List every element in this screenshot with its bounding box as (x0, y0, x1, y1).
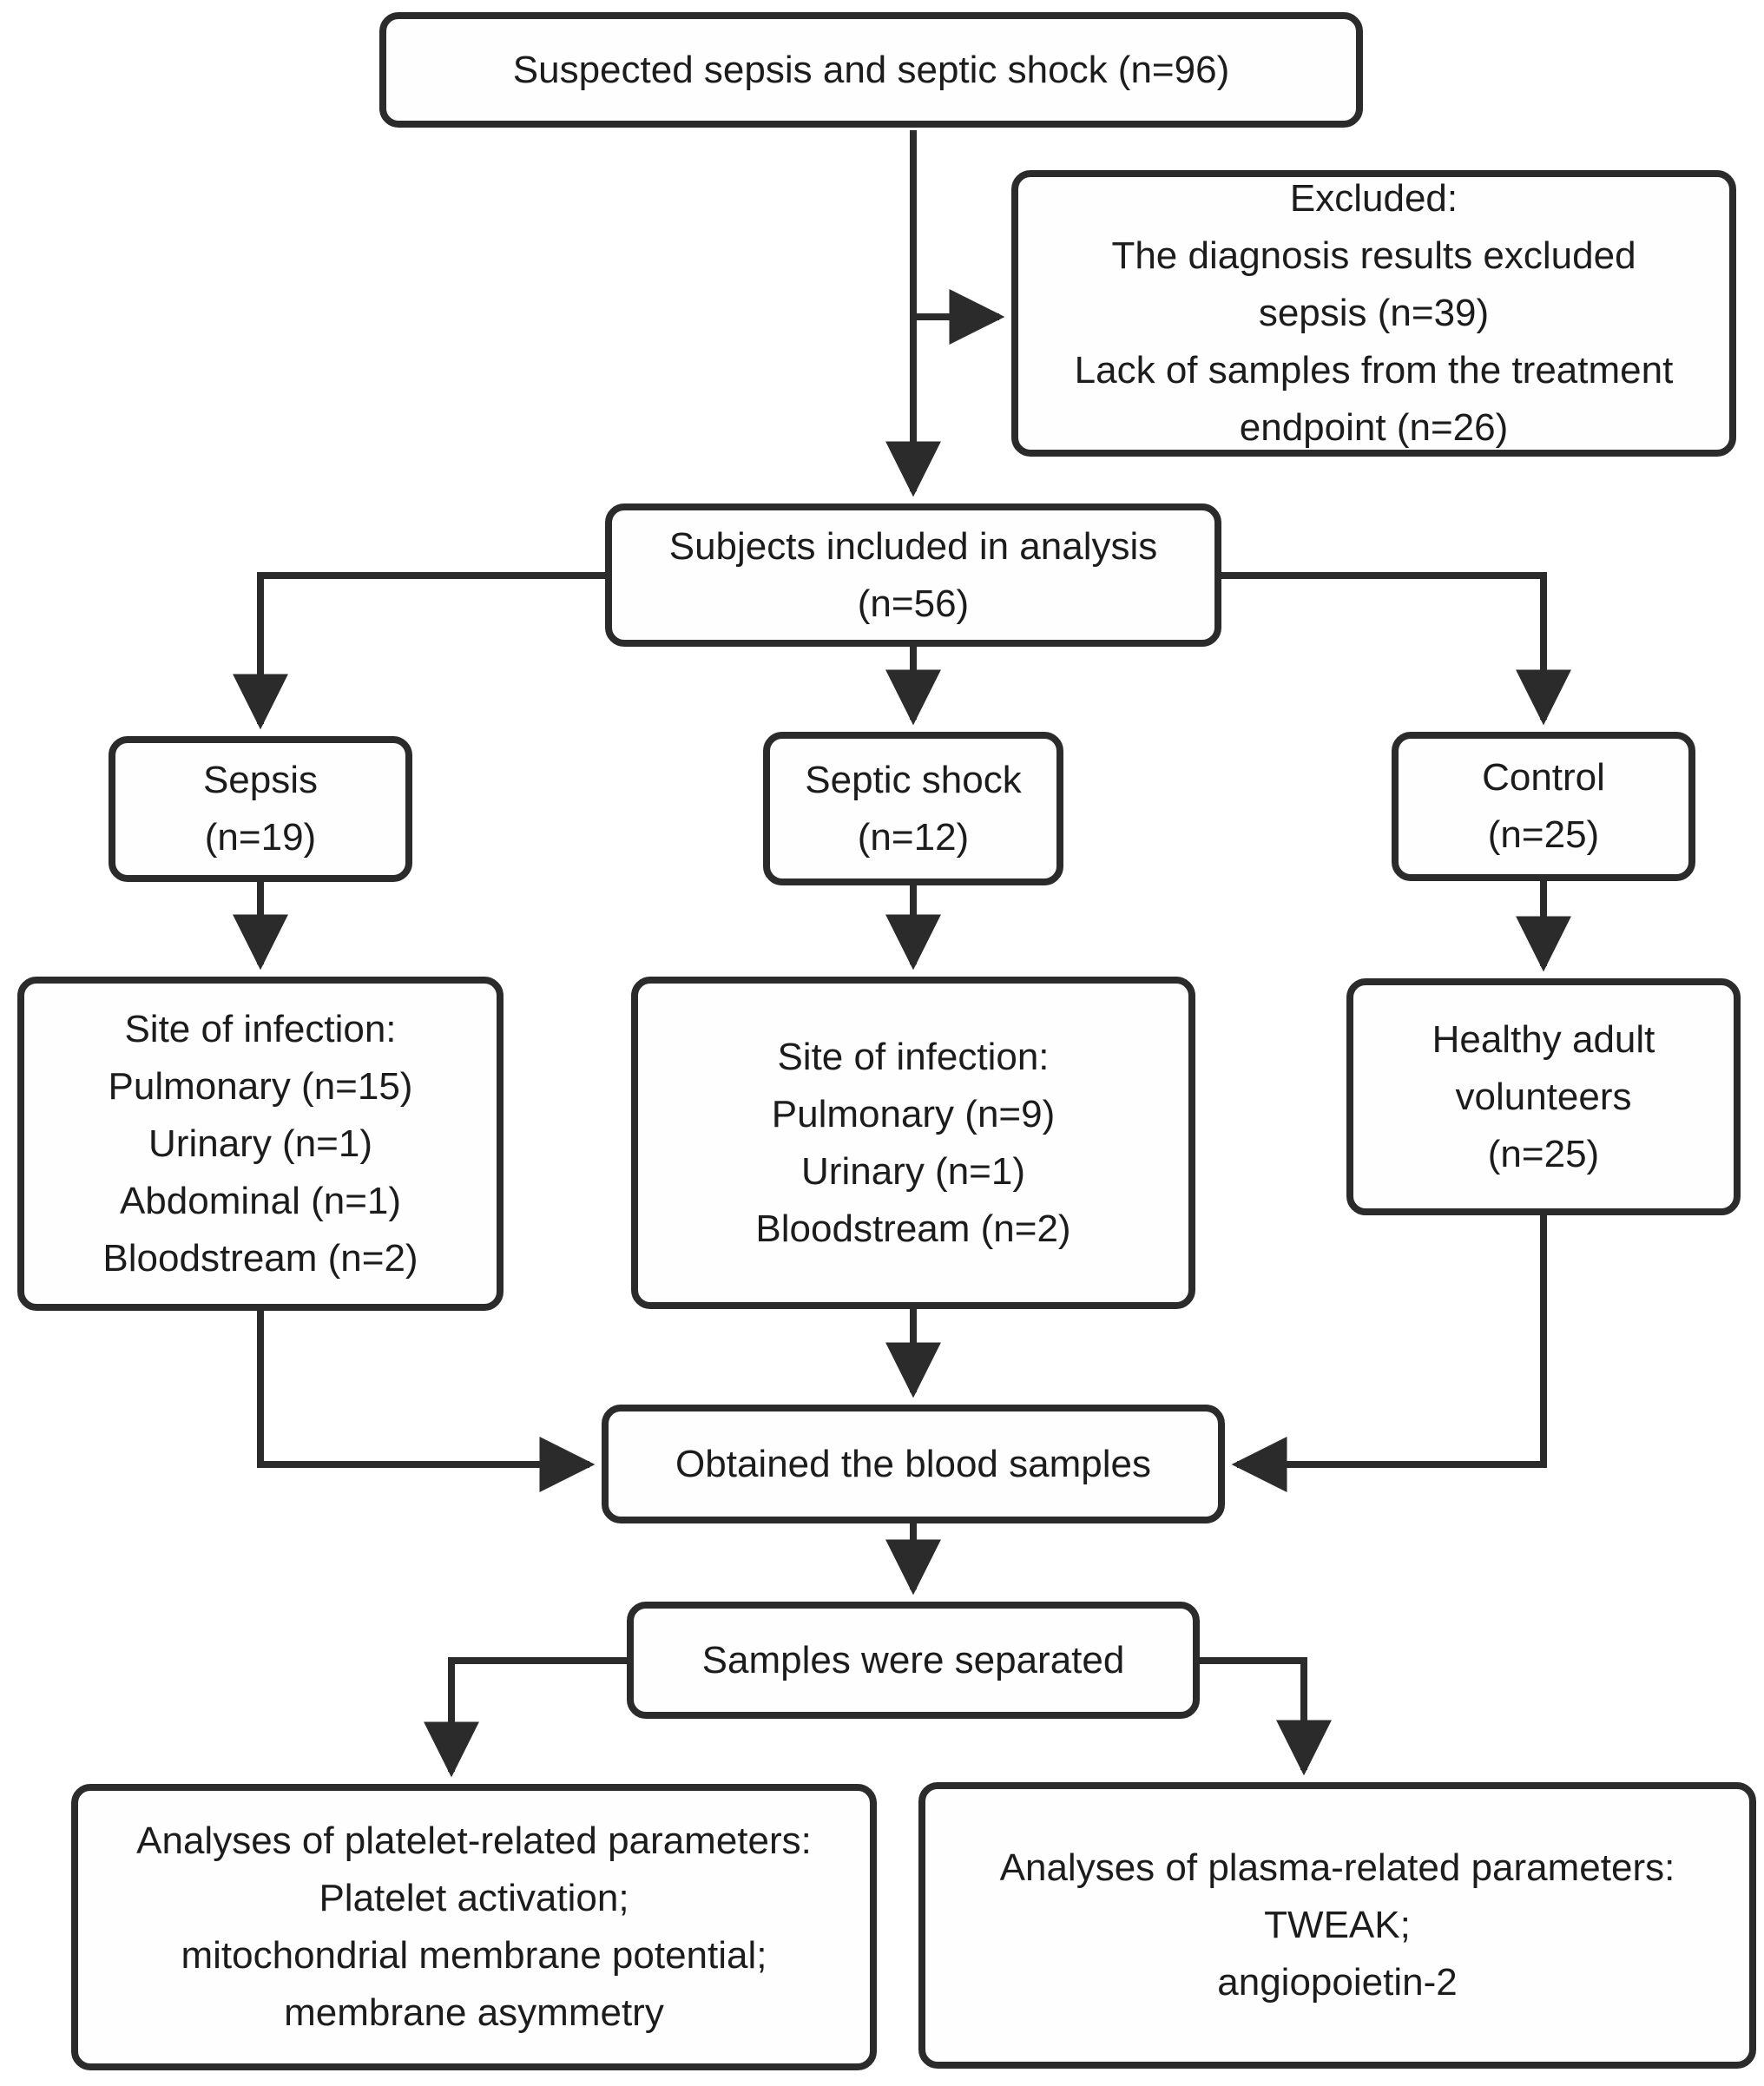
plasma-text-line: angiopoietin-2 (1217, 1961, 1458, 2004)
excluded-text-line: endpoint (n=26) (1239, 406, 1509, 449)
healthy-text-line: (n=25) (1487, 1132, 1600, 1175)
separated-text: Samples were separated (701, 1638, 1125, 1681)
excluded-text-line: sepsis (n=39) (1258, 292, 1490, 334)
sepsis-box: Sepsis (n=19) (109, 736, 412, 882)
edge-subjects-to-control (1221, 572, 1571, 726)
site-septic-shock-box: Site of infection: Pulmonary (n=9) Urina… (631, 977, 1195, 1309)
sepsis-text-line: (n=19) (204, 816, 317, 859)
platelet-text-line: mitochondrial membrane potential; (181, 1934, 767, 1977)
control-box: Control (n=25) (1392, 732, 1695, 881)
sepsis-text-line: Sepsis (202, 759, 319, 801)
excluded-text-line: Lack of samples from the treatment (1074, 349, 1674, 392)
platelet-analyses-box: Analyses of platelet-related parameters:… (71, 1784, 877, 2070)
obtained-samples-box: Obtained the blood samples (602, 1405, 1225, 1523)
excluded-text-line: Excluded: (1289, 177, 1458, 220)
site-sepsis-text-line: Pulmonary (n=15) (108, 1064, 413, 1108)
healthy-volunteers-box: Healthy adult volunteers (n=25) (1346, 978, 1741, 1215)
plasma-text-line: Analyses of plasma-related parameters: (999, 1846, 1675, 1889)
subjects-text-line: Subjects included in analysis (668, 524, 1158, 568)
edge-site-sepsis-to-obtained (257, 1311, 596, 1492)
control-text-line: (n=25) (1487, 813, 1600, 856)
site-septic-text-line: Bloodstream (n=2) (755, 1207, 1071, 1250)
platelet-text-line: Platelet activation; (319, 1877, 629, 1919)
septic-shock-text-line: Septic shock (805, 758, 1022, 801)
excluded-text-line: The diagnosis results excluded (1111, 234, 1636, 277)
edge-subjects-to-sepsis (233, 572, 605, 730)
suspected-box: Suspected sepsis and septic shock (n=96) (379, 12, 1363, 128)
obtained-text: Obtained the blood samples (675, 1442, 1151, 1485)
site-sepsis-text-line: Abdominal (n=1) (119, 1179, 402, 1222)
septic-shock-text-line: (n=12) (857, 815, 970, 859)
site-septic-text-line: Pulmonary (n=9) (771, 1092, 1056, 1135)
site-septic-text-line: Site of infection: (777, 1035, 1050, 1078)
subjects-box: Subjects included in analysis (n=56) (605, 503, 1221, 647)
site-sepsis-box: Site of infection: Pulmonary (n=15) Urin… (17, 977, 504, 1311)
site-sepsis-text-line: Site of infection: (124, 1007, 397, 1050)
platelet-text-line: membrane asymmetry (284, 1991, 664, 2034)
samples-separated-box: Samples were separated (627, 1602, 1200, 1719)
edge-separated-to-plasma (1200, 1657, 1332, 1776)
suspected-text: Suspected sepsis and septic shock (n=96) (512, 48, 1230, 91)
platelet-text-line: Analyses of platelet-related parameters: (136, 1819, 812, 1862)
site-sepsis-text-line: Urinary (n=1) (148, 1122, 372, 1165)
edge-separated-to-platelet (424, 1657, 627, 1778)
site-septic-text-line: Urinary (n=1) (801, 1149, 1025, 1193)
site-sepsis-text-line: Bloodstream (n=2) (102, 1236, 418, 1280)
control-text-line: Control (1482, 756, 1605, 799)
healthy-text-line: Healthy adult (1432, 1017, 1655, 1061)
plasma-analyses-box: Analyses of plasma-related parameters: T… (918, 1782, 1756, 2069)
subjects-text-line: (n=56) (857, 582, 970, 625)
excluded-box: Excluded: The diagnosis results excluded… (1011, 170, 1736, 457)
septic-shock-box: Septic shock (n=12) (763, 732, 1063, 885)
plasma-text-line: TWEAK; (1264, 1904, 1411, 1946)
edge-healthy-to-obtained (1231, 1215, 1547, 1492)
healthy-text-line: volunteers (1455, 1075, 1632, 1118)
